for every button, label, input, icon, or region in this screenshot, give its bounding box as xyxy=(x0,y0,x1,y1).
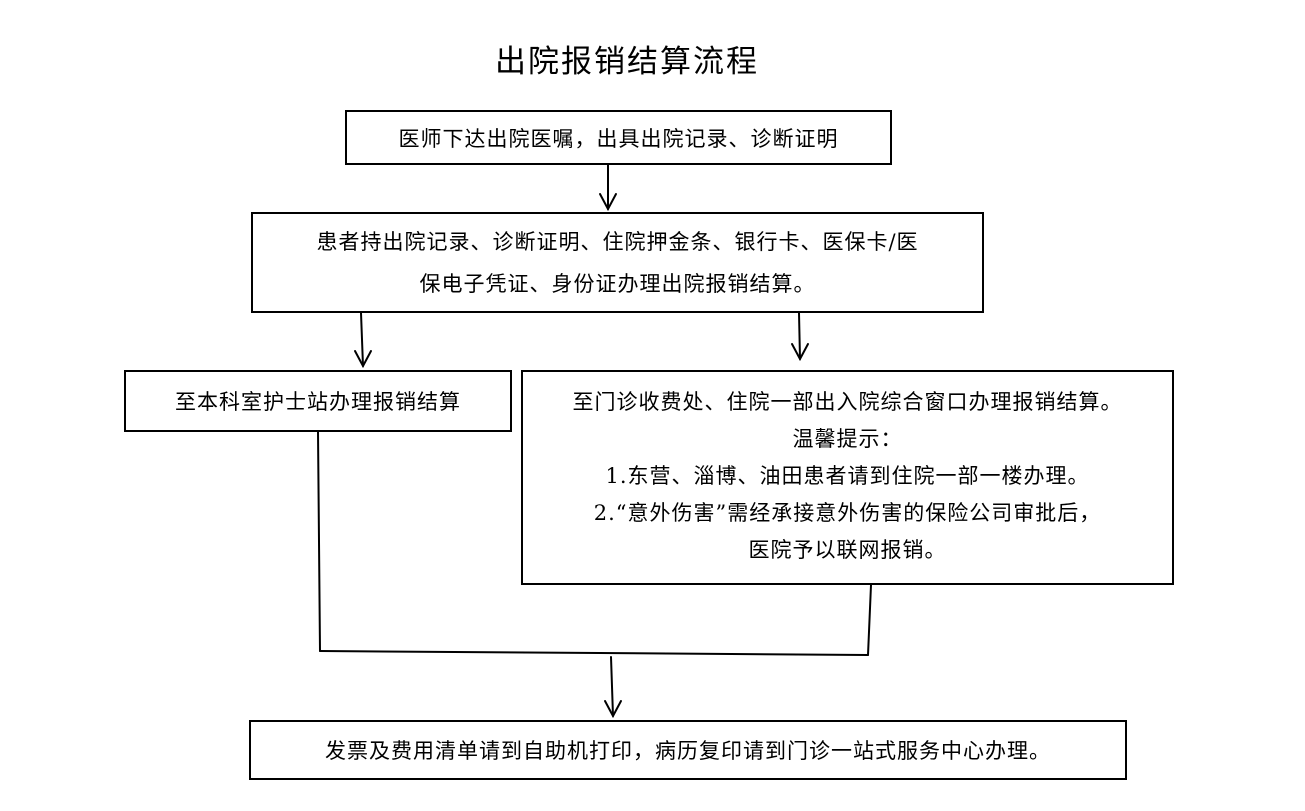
merge-line-left xyxy=(317,431,321,652)
step-box-doctor-order: 医师下达出院医嘱，出具出院记录、诊断证明 xyxy=(345,110,892,165)
arrowhead-merge-to-step4 xyxy=(604,700,622,719)
step3b-tip-heading: 温馨提示： xyxy=(792,427,903,451)
step3a-text: 至本科室护士站办理报销结算 xyxy=(175,390,461,414)
arrowhead-step1-to-step2 xyxy=(599,193,617,212)
arrow-step2-to-step3b xyxy=(798,312,801,360)
merge-line-bottom xyxy=(319,650,869,656)
step-box-invoice-print: 发票及费用清单请到自助机打印，病历复印请到门诊一站式服务中心办理。 xyxy=(249,720,1127,780)
step1-text: 医师下达出院医嘱，出具出院记录、诊断证明 xyxy=(398,126,839,151)
step3b-main-text: 至门诊收费处、住院一部出入院综合窗口办理报销结算。 xyxy=(572,390,1123,414)
step4-text: 发票及费用清单请到自助机打印，病历复印请到门诊一站式服务中心办理。 xyxy=(325,739,1051,763)
arrow-merge-to-step4 xyxy=(610,656,614,717)
step2-line-1: 患者持出院记录、诊断证明、住院押金条、银行卡、医保卡/医 xyxy=(316,229,919,254)
merge-line-right xyxy=(867,584,872,656)
arrowhead-step2-to-step3a xyxy=(354,350,372,369)
step-box-patient-documents: 患者持出院记录、诊断证明、住院押金条、银行卡、医保卡/医 保电子凭证、身份证办理… xyxy=(251,212,984,313)
step-box-nurse-station: 至本科室护士站办理报销结算 xyxy=(124,370,512,432)
step3b-tip-3: 医院予以联网报销。 xyxy=(748,538,947,562)
step-box-outpatient-window: 至门诊收费处、住院一部出入院综合窗口办理报销结算。 温馨提示： 1.东营、淄博、… xyxy=(521,370,1174,585)
step3b-tip-1: 1.东营、淄博、油田患者请到住院一部一楼办理。 xyxy=(605,464,1090,488)
flowchart-title: 出院报销结算流程 xyxy=(495,44,759,80)
arrow-step2-to-step3a xyxy=(360,312,364,367)
step3b-tip-2: 2.“意外伤害”需经承接意外伤害的保险公司审批后， xyxy=(593,501,1102,525)
step2-line-2: 保电子凭证、身份证办理出院报销结算。 xyxy=(419,271,816,296)
arrowhead-step2-to-step3b xyxy=(791,343,809,362)
